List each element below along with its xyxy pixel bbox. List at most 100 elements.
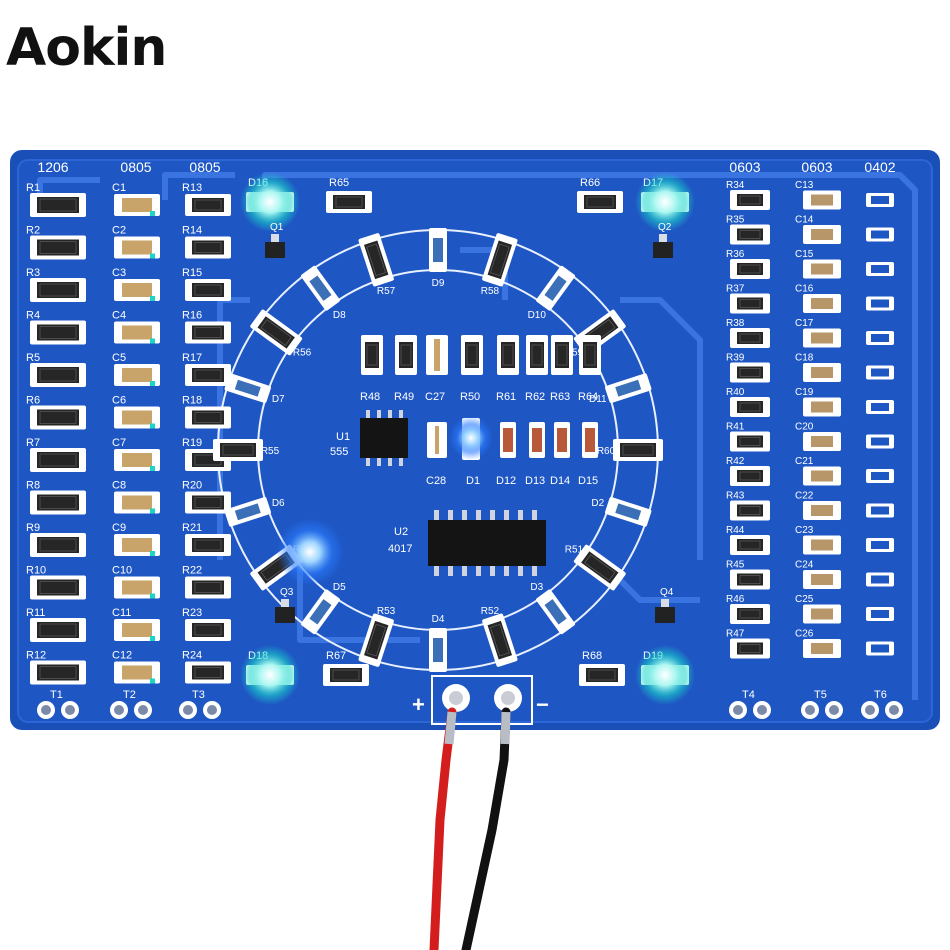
copper-trace-2: [37, 177, 100, 195]
resistor-R48-marking: [366, 344, 378, 366]
label-C7: C7: [112, 437, 126, 449]
capacitor-C3-body: [122, 283, 152, 297]
resistor-R24-body: [192, 665, 224, 680]
resistor-R12-body: [37, 664, 79, 681]
resistor-R6-marking: [39, 411, 77, 424]
label-C9: C9: [112, 522, 126, 534]
led-D8: [301, 265, 340, 311]
label-R34: R34: [726, 180, 745, 191]
transistor-Q1: [265, 242, 285, 258]
resistor-R53-body: [363, 620, 389, 660]
resistor-R14: [185, 236, 231, 259]
resistor-R49-marking: [400, 344, 412, 366]
resistor-R34-body: [737, 194, 763, 206]
label-T4: T4: [742, 689, 755, 701]
pad-0402-5-inner: [871, 334, 889, 342]
resistor-R12: [30, 660, 86, 685]
testpoint-T5-hole-0: [805, 705, 815, 715]
label-R16: R16: [182, 310, 202, 322]
transistor-Q4: [655, 607, 675, 623]
capacitor-C3: [114, 279, 160, 301]
brand-logo: Aokin: [6, 18, 167, 78]
pad-0402-13-inner: [871, 610, 889, 618]
capacitor-C1-led: [150, 211, 155, 216]
capacitor-C2-led: [150, 253, 155, 259]
resistor-R40: [730, 397, 770, 417]
resistor-R57: [358, 233, 394, 287]
label-C6: C6: [112, 395, 126, 407]
capacitor-C7-body: [122, 453, 152, 467]
capacitor-C14-body: [811, 229, 833, 240]
copper-trace-1: [162, 172, 235, 200]
capacitor-C24-body: [811, 574, 833, 585]
label-R60: R60: [597, 446, 616, 457]
resistor-R45-body: [737, 573, 763, 586]
resistor-R20-marking: [194, 497, 222, 508]
resistor-R46: [730, 604, 770, 624]
resistor-R63: [551, 335, 573, 375]
testpoint-T2-hole-0: [114, 705, 124, 715]
resistor-R66-marking: [586, 196, 614, 208]
capacitor-C26: [803, 639, 841, 658]
ic-U2-pin-top-1: [448, 510, 453, 520]
resistor-R16: [185, 321, 231, 344]
resistor-R68-body: [586, 668, 618, 682]
capacitor-C26-body: [811, 643, 833, 654]
label-R51: R51: [565, 545, 584, 556]
label-4017: 4017: [388, 543, 412, 555]
label-C23: C23: [795, 525, 814, 536]
label-R63: R63: [550, 391, 570, 403]
label-U1: U1: [336, 431, 350, 443]
resistor-R5-marking: [39, 368, 77, 382]
resistor-R55-body: [220, 443, 256, 457]
label-R57: R57: [377, 286, 396, 297]
label-R7: R7: [26, 437, 40, 449]
led-D4-body: [433, 638, 443, 662]
capacitor-C24: [803, 570, 841, 589]
led-D7: [224, 373, 271, 404]
label-R9: R9: [26, 522, 40, 534]
resistor-R13: [185, 194, 231, 216]
resistor-R64: [579, 335, 601, 375]
label-R15: R15: [182, 267, 202, 279]
resistor-R8-marking: [39, 496, 77, 509]
resistor-R23-body: [192, 623, 224, 637]
pad-0402-10-inner: [871, 506, 889, 515]
ic-U2-pin-top-4: [490, 510, 495, 520]
testpoint-T4-hole-1: [757, 705, 767, 715]
capacitor-C13: [803, 190, 841, 210]
resistor-R44-marking: [739, 540, 761, 550]
label-R59: R59: [565, 347, 584, 358]
label-R5: R5: [26, 352, 40, 364]
capacitor-C18-body: [811, 367, 833, 378]
capacitor-C3-led: [150, 296, 155, 301]
resistor-R1-body: [37, 197, 79, 213]
ic-U2-pin-bottom-3: [476, 566, 481, 576]
label-C19: C19: [795, 387, 814, 398]
resistor-R62-marking: [531, 344, 543, 366]
capacitor-C12-body: [122, 665, 152, 680]
label-R38: R38: [726, 318, 745, 329]
label-D7: D7: [272, 394, 285, 405]
resistor-R65-body: [333, 195, 365, 209]
resistor-R66: [577, 191, 623, 213]
transistor-Q4-tab: [661, 599, 669, 607]
transistor-Q2: [653, 242, 673, 258]
capacitor-C9: [114, 534, 160, 556]
resistor-R24-marking: [194, 667, 222, 678]
resistor-R4: [30, 320, 86, 345]
resistor-R3-marking: [39, 283, 77, 297]
capacitor-C18: [803, 363, 841, 382]
capacitor-C4-body: [122, 325, 152, 340]
capacitor-C12-led: [150, 678, 155, 684]
resistor-R35-marking: [739, 230, 761, 239]
resistor-R34: [730, 190, 770, 210]
label-R56: R56: [293, 347, 312, 358]
capacitor-C13-body: [811, 194, 833, 206]
pad-0402-4-inner: [871, 299, 889, 308]
resistor-R23-marking: [194, 624, 222, 636]
label-C2: C2: [112, 225, 126, 237]
resistor-R61-marking: [502, 344, 514, 366]
label-R20: R20: [182, 480, 202, 492]
testpoint-T3-hole-0: [183, 705, 193, 715]
